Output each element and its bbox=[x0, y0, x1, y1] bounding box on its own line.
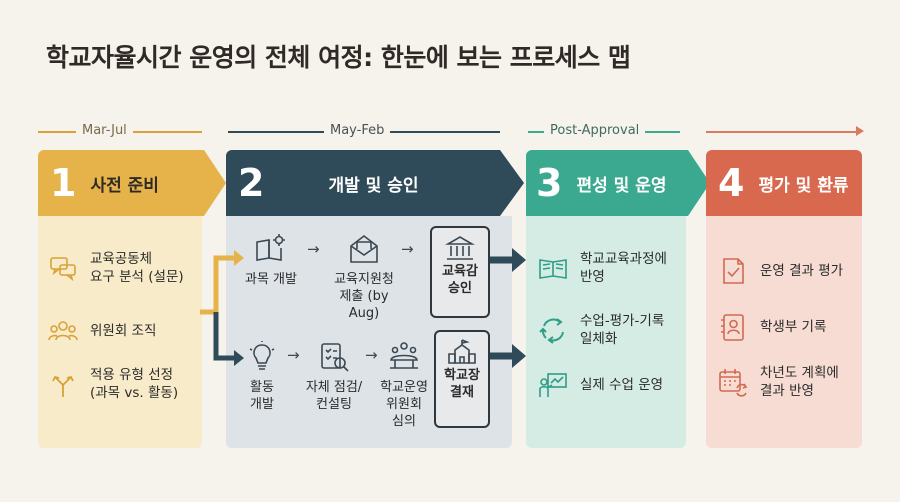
phase-item-text: 적용 유형 선정 (과목 vs. 활동) bbox=[90, 367, 179, 402]
phase-title: 개발 및 승인 bbox=[328, 175, 419, 196]
fork-arrow-icon bbox=[48, 369, 78, 399]
phase-1-panel: 교육공동체 요구 분석 (설문) 위원회 조직 적용 유형 선정 (과목 vs.… bbox=[38, 216, 202, 448]
flow-node-text: 교육지원청 제출 (by Aug) bbox=[334, 272, 394, 321]
phase-item-text: 차년도 계획에 결과 반영 bbox=[760, 365, 839, 400]
calendar-cycle-icon bbox=[718, 367, 748, 397]
phase-number: 1 bbox=[50, 161, 77, 205]
phase-number: 3 bbox=[536, 161, 563, 205]
teacher-board-icon bbox=[538, 370, 568, 400]
phase-number: 2 bbox=[238, 161, 265, 205]
phase-3-panel: 학교교육과정에 반영 수업-평가-기록 일체화 실제 수업 운영 bbox=[526, 216, 686, 448]
timeline-label: Mar-Jul bbox=[76, 123, 133, 138]
phase-4-panel: 운영 결과 평가 학생부 기록 차년도 계획에 결과 반영 bbox=[706, 216, 862, 448]
flow-arrow: → bbox=[287, 346, 300, 364]
phase-item: 차년도 계획에 결과 반영 bbox=[718, 364, 839, 400]
timeline-arrow-tail bbox=[706, 123, 864, 139]
group-icon bbox=[48, 316, 78, 346]
phase-2-chevron bbox=[500, 150, 524, 216]
phase-2-to-3-arrow-top bbox=[490, 248, 526, 272]
phase-item: 위원회 조직 bbox=[48, 316, 156, 346]
timeline-may-feb: May-Feb bbox=[228, 123, 500, 139]
flow-arrow: → bbox=[401, 240, 414, 258]
flow-node-self-check: 자체 점검/ 컨설팅 bbox=[300, 340, 368, 414]
envelope-icon bbox=[347, 232, 381, 266]
phase-title: 평가 및 환류 bbox=[758, 175, 849, 196]
approval-text: 교육감 승인 bbox=[442, 264, 478, 296]
phase-item: 수업-평가-기록 일체화 bbox=[538, 312, 664, 348]
government-building-icon bbox=[445, 234, 475, 262]
checklist-magnifier-icon bbox=[317, 340, 351, 374]
phase-item-text: 교육공동체 요구 분석 (설문) bbox=[90, 251, 184, 286]
flow-node-text: 과목 개발 bbox=[245, 272, 297, 287]
approval-principal: 학교장 결재 bbox=[434, 330, 490, 428]
phase-item: 운영 결과 평가 bbox=[718, 256, 843, 286]
flow-node-text: 활동 개발 bbox=[250, 380, 274, 412]
phase-2-header: 2 개발 및 승인 bbox=[226, 150, 500, 216]
open-book-icon bbox=[538, 253, 568, 283]
flow-node-text: 자체 점검/ 컨설팅 bbox=[305, 380, 363, 412]
school-building-icon bbox=[447, 338, 477, 366]
phase-3-chevron bbox=[688, 150, 710, 216]
speech-bubbles-icon bbox=[48, 253, 78, 283]
phase-1-to-2-connector bbox=[200, 250, 244, 366]
page-title: 학교자율시간 운영의 전체 여정: 한눈에 보는 프로세스 맵 bbox=[46, 43, 631, 72]
student-record-icon bbox=[718, 312, 748, 342]
phase-item: 학생부 기록 bbox=[718, 312, 826, 342]
lightbulb-icon bbox=[245, 340, 279, 374]
flow-node-subject-development: 과목 개발 bbox=[236, 232, 306, 289]
meeting-table-icon bbox=[387, 340, 421, 374]
phase-item: 교육공동체 요구 분석 (설문) bbox=[48, 250, 184, 286]
book-gear-icon bbox=[254, 232, 288, 266]
phase-1-chevron bbox=[204, 150, 226, 216]
phase-item: 학교교육과정에 반영 bbox=[538, 250, 667, 286]
flow-node-school-council: 학교운영 위원회 심의 bbox=[374, 340, 434, 431]
phase-item-text: 실제 수업 운영 bbox=[580, 376, 664, 393]
phase-1-header: 1 사전 준비 bbox=[38, 150, 204, 216]
phase-3-header: 3 편성 및 운영 bbox=[526, 150, 688, 216]
approval-text: 학교장 결재 bbox=[444, 368, 480, 400]
flow-arrow: → bbox=[365, 346, 378, 364]
flow-arrow: → bbox=[307, 240, 320, 258]
timeline-mar-jul: Mar-Jul bbox=[38, 123, 202, 139]
phase-2-to-3-arrow-bottom bbox=[490, 344, 526, 368]
phase-item: 적용 유형 선정 (과목 vs. 활동) bbox=[48, 366, 178, 402]
timeline-post-approval: Post-Approval bbox=[528, 123, 680, 139]
phase-title: 편성 및 운영 bbox=[576, 175, 667, 196]
timeline-label: May-Feb bbox=[324, 123, 391, 138]
phase-item-text: 운영 결과 평가 bbox=[760, 262, 844, 279]
approval-superintendent: 교육감 승인 bbox=[430, 226, 490, 318]
check-document-icon bbox=[718, 256, 748, 286]
cycle-arrows-icon bbox=[538, 315, 568, 345]
flow-node-submission: 교육지원청 제출 (by Aug) bbox=[326, 232, 402, 323]
flow-node-activity-development: 활동 개발 bbox=[236, 340, 288, 414]
phase-item-text: 학교교육과정에 반영 bbox=[580, 251, 667, 286]
timeline-label: Post-Approval bbox=[544, 123, 646, 138]
flow-node-text: 학교운영 위원회 심의 bbox=[380, 380, 428, 429]
phase-number: 4 bbox=[718, 161, 745, 205]
phase-item-text: 수업-평가-기록 일체화 bbox=[580, 313, 665, 348]
phase-item: 실제 수업 운영 bbox=[538, 370, 663, 400]
phase-item-text: 위원회 조직 bbox=[90, 322, 157, 339]
phase-4-header: 4 평가 및 환류 bbox=[706, 150, 862, 216]
phase-item-text: 학생부 기록 bbox=[760, 318, 827, 335]
phase-title: 사전 준비 bbox=[90, 175, 159, 196]
